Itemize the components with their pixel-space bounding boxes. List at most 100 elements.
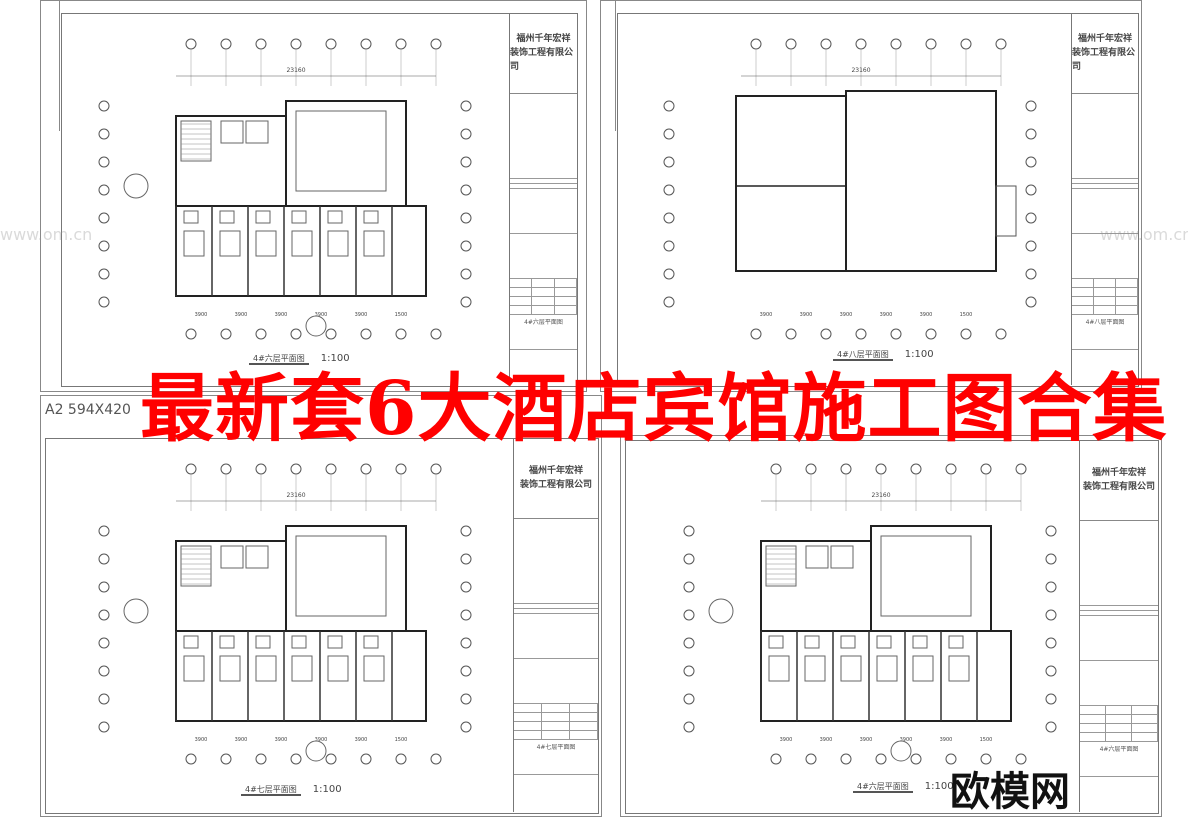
axis-bubble [1045,665,1057,677]
axis-bubble [255,38,267,50]
axis-bubble [1025,128,1037,140]
title-block: 福州千年宏祥装饰工程有限公司 4#七层平面图 [513,438,598,812]
axis-bubble [663,212,675,224]
dimension-label: 3900 [820,737,833,743]
stair [765,545,797,587]
bathroom [327,210,343,224]
suite-room [295,535,387,617]
axis-bubble [770,753,782,765]
axis-bubble [1015,463,1027,475]
suite-room [880,535,972,617]
dimension-label: 3900 [275,312,288,318]
sheet-strip [601,1,616,131]
bed [768,655,790,682]
wall [285,525,407,632]
axis-bubble [98,693,110,705]
axis-bubble [255,463,267,475]
axis-bubble [430,463,442,475]
axis-bubble [1025,268,1037,280]
bed [327,655,349,682]
dimension-label: 3900 [195,312,208,318]
axis-bubble [910,463,922,475]
bed [363,655,385,682]
bathroom [291,210,307,224]
bathroom [363,635,379,649]
bathroom [840,635,856,649]
axis-bubble [770,463,782,475]
axis-bubble [395,328,407,340]
dimension-label: 23160 [286,67,305,74]
wall [285,100,407,207]
axis-bubble [220,38,232,50]
axis-bubble [460,100,472,112]
axis-bubble [360,328,372,340]
axis-bubble [820,328,832,340]
dimension-label: 3900 [800,312,813,318]
bathroom [219,210,235,224]
tile-ornament [123,598,149,624]
axis-bubble [460,268,472,280]
axis-bubble [750,38,762,50]
axis-bubble [290,328,302,340]
axis-bubble [683,553,695,565]
axis-bubble [98,212,110,224]
dimension-label: 3900 [315,312,328,318]
axis-bubble [460,553,472,565]
watermark-url: www.om.cn [1100,225,1188,244]
watermark-url: www.om.cn [0,225,93,244]
wall [175,205,427,297]
axis-bubble [430,38,442,50]
elevator [245,545,269,569]
bathroom [183,635,199,649]
bathroom [768,635,784,649]
axis-bubble [460,665,472,677]
axis-bubble [395,463,407,475]
axis-bubble [98,128,110,140]
elevator [830,545,854,569]
axis-bubble [460,296,472,308]
bathroom [876,635,892,649]
axis-bubble [875,753,887,765]
axis-bubble [1025,184,1037,196]
axis-bubble [1045,525,1057,537]
bathroom [912,635,928,649]
dimension-label: 3900 [900,737,913,743]
axis-bubble [1045,553,1057,565]
axis-bubble [98,581,110,593]
elevator [220,120,244,144]
bed [876,655,898,682]
axis-bubble [980,463,992,475]
bed [912,655,934,682]
axis-bubble [1025,156,1037,168]
axis-bubble [460,525,472,537]
axis-bubble [1045,693,1057,705]
axis-bubble [925,328,937,340]
bathroom [183,210,199,224]
axis-bubble [683,721,695,733]
axis-bubble [460,240,472,252]
axis-bubble [945,753,957,765]
dimension-label: 23160 [851,67,870,74]
axis-bubble [460,721,472,733]
bed [219,655,241,682]
dimension-label: 3900 [840,312,853,318]
bathroom [255,635,271,649]
axis-bubble [875,463,887,475]
axis-bubble [1015,753,1027,765]
axis-bubble [890,328,902,340]
dimension-label: 3900 [760,312,773,318]
axis-bubble [683,525,695,537]
dimension-label: 3900 [235,312,248,318]
axis-bubble [855,328,867,340]
axis-bubble [460,637,472,649]
axis-bubble [98,525,110,537]
bathroom [291,635,307,649]
axis-bubble [185,463,197,475]
axis-bubble [325,328,337,340]
bathroom [948,635,964,649]
wall [735,95,847,272]
axis-bubble [910,753,922,765]
axis-bubble [663,128,675,140]
axis-bubble [683,665,695,677]
